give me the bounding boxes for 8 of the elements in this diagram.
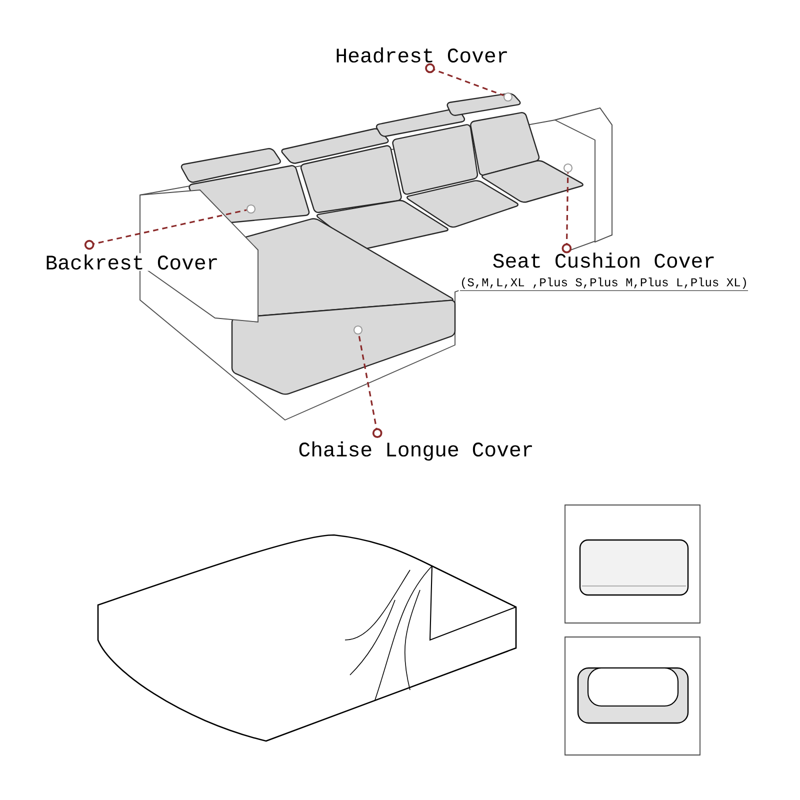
leader-line [358,334,382,438]
callout-label: Seat Cushion Cover (S,M,L,XL ,Plus S,Plus M,Plus L,Plus XL) [458,251,750,293]
leader-line [562,172,572,254]
callout-label: Backrest Cover [44,253,220,271]
leader-line [84,209,247,250]
callout-label: Chaise Longue Cover [296,440,536,462]
callout-label: Headrest Cover [334,46,510,64]
marker-dot [503,92,513,102]
